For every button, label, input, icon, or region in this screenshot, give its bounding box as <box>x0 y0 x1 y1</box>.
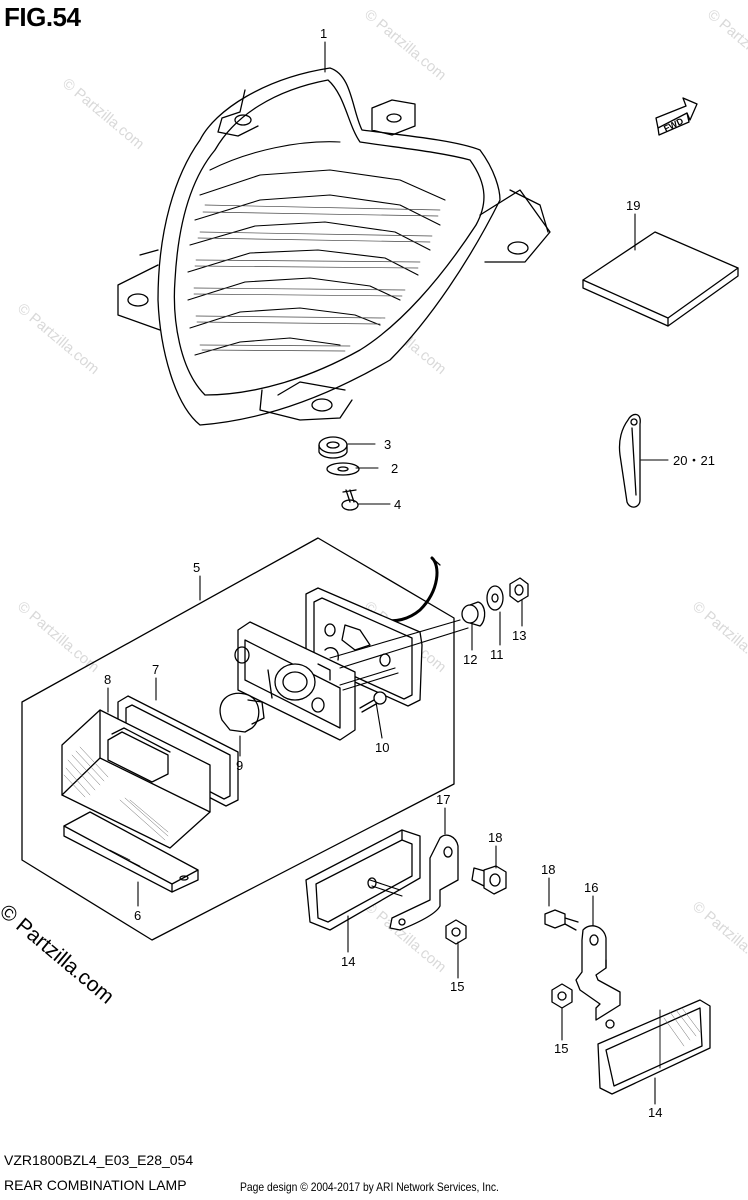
callout-10: 10 <box>375 740 389 755</box>
callout-17: 17 <box>436 792 450 807</box>
copyright-text: Page design © 2004-2017 by ARI Network S… <box>240 1180 499 1194</box>
callout-group: 1 19 3 2 4 20・21 5 8 7 13 11 12 10 9 6 1… <box>104 26 715 1120</box>
callout-18-upper: 18 <box>488 830 502 845</box>
assembly-boundary <box>21 537 455 941</box>
tail-lens <box>61 709 211 849</box>
callout-2: 2 <box>391 461 398 476</box>
washer <box>326 462 360 476</box>
nut-15-lower <box>551 983 573 1009</box>
bolt-18-upper <box>471 865 507 895</box>
callout-13: 13 <box>512 628 526 643</box>
callout-5: 5 <box>193 560 200 575</box>
bulb <box>219 692 265 733</box>
figure-title: FIG.54 <box>4 2 81 32</box>
fwd-arrow <box>655 97 698 136</box>
diagram-subtitle: REAR COMBINATION LAMP <box>4 1177 187 1193</box>
bracket-16 <box>575 925 621 1029</box>
pad-part <box>582 231 739 327</box>
callout-15-lower: 15 <box>554 1041 568 1056</box>
tail-lamp-housing <box>117 67 551 426</box>
callout-16: 16 <box>584 880 598 895</box>
bolt-18-lower <box>544 909 579 931</box>
lens-texture <box>63 746 169 841</box>
callout-11: 11 <box>490 647 504 662</box>
callout-14-lower: 14 <box>648 1105 662 1120</box>
callout-12: 12 <box>463 652 477 667</box>
nut-15-upper <box>445 919 467 945</box>
callout-3: 3 <box>384 437 391 452</box>
lens-hatching <box>193 204 441 352</box>
washer-11 <box>486 585 504 611</box>
reflector-texture <box>663 1007 701 1047</box>
callout-14-upper: 14 <box>341 954 355 969</box>
callout-15-upper: 15 <box>450 979 464 994</box>
reflector-upper <box>305 829 421 931</box>
screw <box>341 489 359 511</box>
license-plate-lens <box>63 811 199 893</box>
callout-9: 9 <box>236 758 243 773</box>
collar <box>461 601 486 627</box>
callout-7: 7 <box>152 662 159 677</box>
lamp-socket <box>234 621 356 741</box>
callout-4: 4 <box>394 497 401 512</box>
callout-18-lower: 18 <box>541 862 555 877</box>
reflector-lower <box>597 999 711 1095</box>
leader-lines <box>107 41 669 1105</box>
screw-10 <box>359 691 387 713</box>
callout-8: 8 <box>104 672 111 687</box>
callout-1: 1 <box>320 26 327 41</box>
callout-6: 6 <box>134 908 141 923</box>
callout-19: 19 <box>626 198 640 213</box>
grommet <box>318 436 348 459</box>
diagram-code: VZR1800BZL4_E03_E28_054 <box>4 1152 194 1168</box>
bracket-17 <box>367 834 459 931</box>
callout-20-21: 20・21 <box>673 453 715 468</box>
wiring-clamp <box>618 413 641 508</box>
wire-harness <box>383 556 439 623</box>
nut-13 <box>509 577 529 603</box>
